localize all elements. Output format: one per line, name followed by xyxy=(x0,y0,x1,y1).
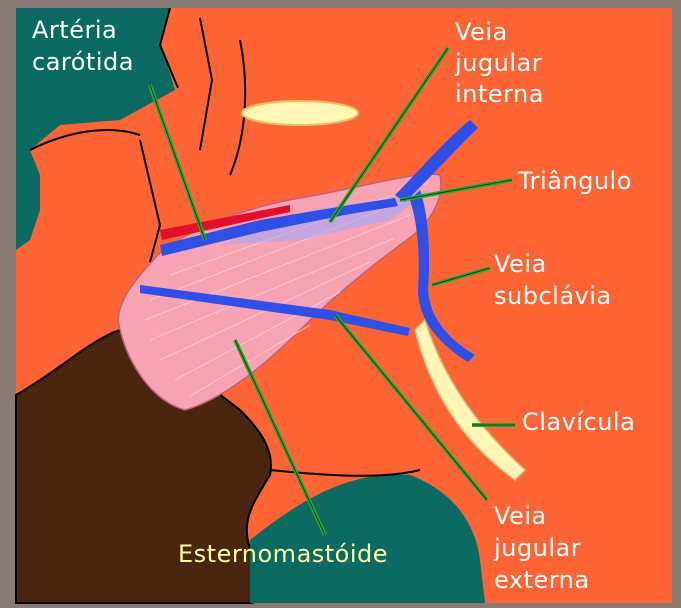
clavicle-label: Clavícula xyxy=(522,408,635,436)
subclavian-label-line2: subclávia xyxy=(494,282,612,310)
carotid-label-line2: carótida xyxy=(32,48,134,76)
internal-jugular-label-line3: interna xyxy=(455,80,544,108)
external-jugular-label-line1: Veia xyxy=(494,502,547,530)
earlobe-highlight xyxy=(242,101,358,125)
carotid-label-line1: Artéria xyxy=(32,16,117,44)
external-jugular-label-line3: externa xyxy=(494,566,590,594)
internal-jugular-label-line1: Veia xyxy=(455,18,508,46)
external-jugular-label-line2: jugular xyxy=(493,534,581,562)
subclavian-label-line1: Veia xyxy=(494,250,547,278)
internal-jugular-label-line2: jugular xyxy=(454,49,542,77)
sternomastoid-label: Esternomastóide xyxy=(178,540,388,568)
triangle-label: Triângulo xyxy=(517,167,632,195)
